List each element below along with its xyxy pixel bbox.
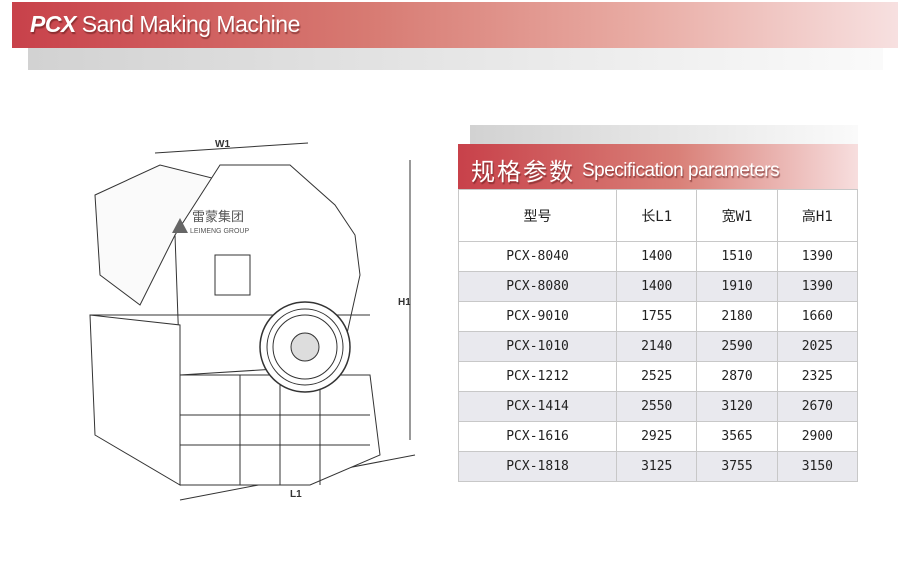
logo-cn: 雷蒙集团: [192, 209, 244, 224]
table-cell: 2180: [696, 301, 778, 332]
table-cell: PCX-8040: [457, 241, 618, 272]
table-cell: PCX-1818: [457, 451, 618, 482]
table-cell: PCX-9010: [457, 301, 618, 332]
table-cell: 1400: [616, 241, 698, 272]
table-cell: PCX-1010: [457, 331, 618, 362]
w1-dim-line: [154, 142, 309, 154]
logo-en: LEIMENG GROUP: [190, 228, 249, 235]
table-cell: 3125: [616, 451, 698, 482]
table-cell: 1755: [616, 301, 698, 332]
table-cell: 1390: [776, 271, 859, 302]
spec-divider-bar: [470, 125, 858, 145]
table-cell: 2550: [616, 391, 698, 422]
table-cell: PCX-8080: [457, 271, 618, 302]
column-header: 宽W1: [696, 189, 778, 242]
table-cell: 3565: [696, 421, 778, 452]
table-cell: PCX-1212: [457, 361, 618, 392]
table-cell: 2870: [696, 361, 778, 392]
spec-title-cn: 规格参数: [471, 158, 575, 186]
table-cell: 2925: [616, 421, 698, 452]
table-cell: PCX-1414: [457, 391, 618, 422]
table-cell: 1400: [616, 271, 698, 302]
table-cell: 1510: [696, 241, 778, 272]
table-cell: 1660: [776, 301, 859, 332]
logo-icon: [172, 218, 188, 233]
spec-title-en: Specification parameters: [582, 160, 780, 181]
w1-label: W1: [215, 139, 230, 150]
table-cell: 2325: [776, 361, 859, 392]
table-cell: 3150: [776, 451, 859, 482]
table-cell: PCX-1616: [457, 421, 618, 452]
brand: PCX: [30, 11, 76, 37]
table-cell: 3755: [696, 451, 778, 482]
table-cell: 1390: [776, 241, 859, 272]
table-cell: 1910: [696, 271, 778, 302]
table-cell: 2670: [776, 391, 859, 422]
table-cell: 2025: [776, 331, 859, 362]
table-cell: 2525: [616, 361, 698, 392]
column-header: 高H1: [776, 189, 859, 242]
column-header: 型号: [457, 189, 618, 242]
table-cell: 3120: [696, 391, 778, 422]
title-text: Sand Making Machine: [81, 11, 301, 37]
divider-bar: [28, 48, 883, 70]
l1-label: L1: [290, 489, 302, 500]
table-cell: 2900: [776, 421, 859, 452]
machine-drawing: W1 H1 L1 雷蒙集团 LEIMENG GROUP: [89, 139, 416, 501]
column-header: 长L1: [616, 189, 698, 242]
h1-label: H1: [398, 297, 411, 308]
table-cell: 2590: [696, 331, 778, 362]
table-cell: 2140: [616, 331, 698, 362]
spec-banner: 规格参数 Specification parameters: [458, 144, 858, 190]
